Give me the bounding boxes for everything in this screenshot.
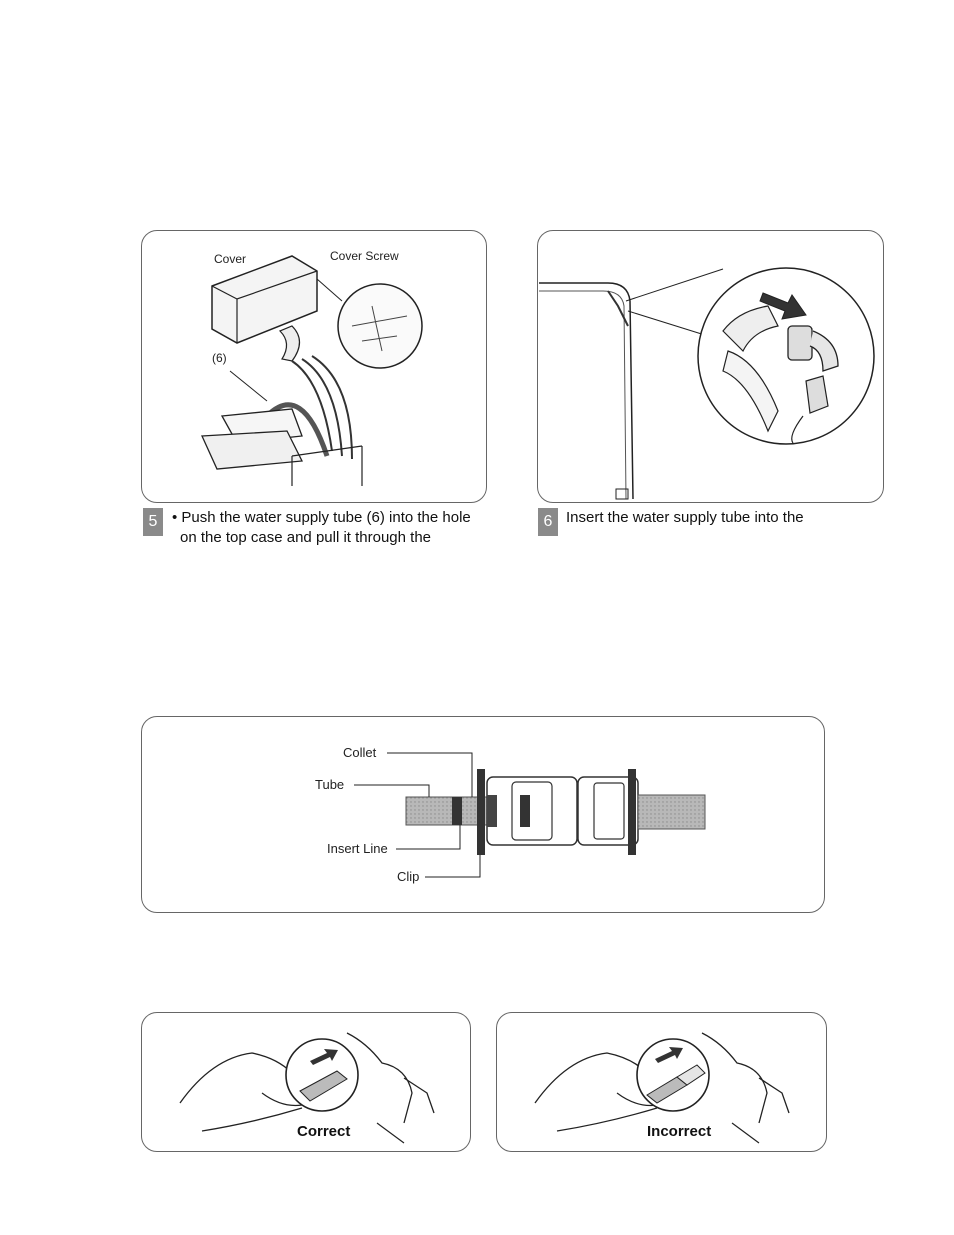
step5-text-line1: • Push the water supply tube (6) into th… xyxy=(172,508,492,528)
step5-text-line2: on the top case and pull it through the xyxy=(172,528,492,548)
tube-ref-label: (6) xyxy=(212,351,227,365)
tube-label: Tube xyxy=(315,777,344,792)
clip-label: Clip xyxy=(397,869,419,884)
step5-figure-panel: Cover Cover Screw (6) xyxy=(141,230,487,503)
correct-caption: Correct xyxy=(297,1123,350,1140)
cover-screw-label: Cover Screw xyxy=(330,249,399,263)
step6-illustration xyxy=(538,231,885,504)
incorrect-caption: Incorrect xyxy=(647,1123,711,1140)
step6-text: Insert the water supply tube into the xyxy=(566,508,886,528)
incorrect-example-panel: Incorrect xyxy=(496,1012,827,1152)
step6-number-badge: 6 xyxy=(538,508,558,536)
collet-label: Collet xyxy=(343,745,376,760)
step5-number-badge: 5 xyxy=(143,508,163,536)
step6-figure-panel xyxy=(537,230,884,503)
correct-example-panel: Correct xyxy=(141,1012,471,1152)
fitting-diagram-panel: Collet Tube Insert Line Clip xyxy=(141,716,825,913)
step6-text-line1: Insert the water supply tube into the xyxy=(566,508,886,528)
step5-illustration xyxy=(142,231,488,504)
fitting-diagram xyxy=(142,717,826,914)
insert-line-label: Insert Line xyxy=(327,841,388,856)
step5-text: • Push the water supply tube (6) into th… xyxy=(172,508,492,548)
cover-label: Cover xyxy=(214,252,246,266)
